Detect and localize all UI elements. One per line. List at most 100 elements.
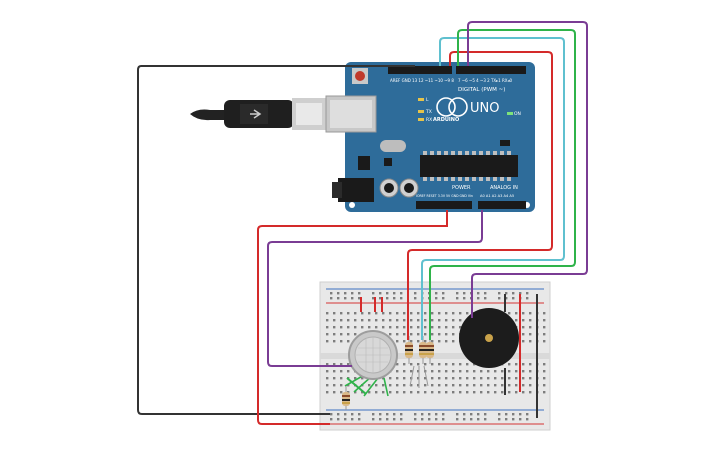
breadboard-hole	[487, 384, 490, 387]
breadboard-hole	[501, 391, 504, 394]
breadboard-hole	[512, 292, 515, 295]
breadboard-hole	[445, 333, 448, 336]
breadboard-hole	[396, 340, 399, 343]
breadboard-hole	[438, 377, 441, 380]
breadboard-hole	[414, 292, 417, 295]
breadboard-hole	[512, 297, 515, 300]
breadboard-hole	[424, 363, 427, 366]
breadboard-hole	[515, 370, 518, 373]
breadboard-hole	[484, 292, 487, 295]
breadboard-hole	[452, 391, 455, 394]
breadboard-hole	[487, 391, 490, 394]
breadboard-hole	[351, 418, 354, 421]
breadboard-hole	[330, 418, 333, 421]
breadboard-hole	[424, 312, 427, 315]
breadboard-hole	[414, 413, 417, 416]
breadboard-hole	[410, 363, 413, 366]
breadboard-hole	[424, 326, 427, 329]
breadboard-hole	[347, 333, 350, 336]
breadboard-hole	[526, 297, 529, 300]
breadboard-hole	[498, 297, 501, 300]
breadboard-hole	[421, 413, 424, 416]
breadboard-hole	[414, 418, 417, 421]
breadboard-hole	[438, 319, 441, 322]
breadboard-hole	[326, 370, 329, 373]
breadboard-hole	[326, 384, 329, 387]
breadboard-hole	[417, 370, 420, 373]
breadboard-hole	[386, 413, 389, 416]
breadboard-hole	[522, 384, 525, 387]
breadboard-hole	[396, 384, 399, 387]
breadboard-hole	[487, 370, 490, 373]
breadboard-hole	[389, 326, 392, 329]
wire-d8-purple	[467, 21, 588, 318]
breadboard-hole	[424, 333, 427, 336]
tx-label: TX	[425, 109, 432, 115]
header-top-label-left: AREF GND 13 12 ~11 ~10 ~9 8	[390, 78, 454, 83]
breadboard-hole	[526, 418, 529, 421]
breadboard-hole	[498, 292, 501, 295]
breadboard-hole	[400, 297, 403, 300]
uno-label: UNO	[470, 101, 499, 116]
breadboard-hole	[519, 418, 522, 421]
breadboard-hole	[431, 319, 434, 322]
breadboard-hole	[435, 413, 438, 416]
breadboard-hole	[445, 370, 448, 373]
breadboard-hole	[382, 391, 385, 394]
breadboard-hole	[417, 312, 420, 315]
breadboard-hole	[382, 319, 385, 322]
breadboard-hole	[480, 377, 483, 380]
breadboard-hole	[393, 297, 396, 300]
breadboard-hole	[354, 391, 357, 394]
breadboard-hole	[529, 377, 532, 380]
breadboard-hole	[498, 413, 501, 416]
breadboard-hole	[456, 292, 459, 295]
breadboard-hole	[505, 413, 508, 416]
breadboard-hole	[396, 326, 399, 329]
breadboard-hole	[326, 363, 329, 366]
breadboard-hole	[326, 326, 329, 329]
breadboard-hole	[435, 292, 438, 295]
breadboard-hole	[480, 391, 483, 394]
breadboard-hole	[512, 418, 515, 421]
digital-header-left	[388, 66, 452, 74]
breadboard-hole	[375, 312, 378, 315]
breadboard-hole	[452, 326, 455, 329]
led-resistor-3	[426, 336, 434, 364]
breadboard-hole	[326, 340, 329, 343]
power-label: POWER	[452, 185, 471, 191]
wire-gnd-black	[137, 65, 415, 415]
digital-label: DIGITAL (PWM ~)	[458, 87, 505, 93]
breadboard-hole	[459, 370, 462, 373]
breadboard-hole	[417, 363, 420, 366]
breadboard-hole	[389, 384, 392, 387]
breadboard-hole	[431, 326, 434, 329]
breadboard-hole	[473, 363, 476, 366]
breadboard-hole	[473, 370, 476, 373]
breadboard-hole	[424, 340, 427, 343]
breadboard-hole	[452, 340, 455, 343]
breadboard-hole	[424, 384, 427, 387]
breadboard-hole	[522, 363, 525, 366]
breadboard-hole	[445, 363, 448, 366]
breadboard-hole	[351, 413, 354, 416]
breadboard-hole	[347, 340, 350, 343]
breadboard-hole	[543, 333, 546, 336]
arduino-logo-icon	[436, 97, 456, 117]
breadboard-hole	[438, 363, 441, 366]
breadboard-hole	[487, 377, 490, 380]
breadboard-hole	[529, 363, 532, 366]
breadboard-hole	[344, 292, 347, 295]
breadboard-hole	[340, 333, 343, 336]
breadboard-hole	[372, 297, 375, 300]
on-label: ON	[514, 111, 521, 117]
breadboard-hole	[526, 292, 529, 295]
breadboard-hole	[417, 377, 420, 380]
breadboard-hole	[403, 319, 406, 322]
breadboard-hole	[484, 297, 487, 300]
breadboard-hole	[543, 312, 546, 315]
breadboard-hole	[522, 312, 525, 315]
digital-header-right	[456, 66, 526, 74]
breadboard-hole	[466, 312, 469, 315]
breadboard-hole	[494, 370, 497, 373]
